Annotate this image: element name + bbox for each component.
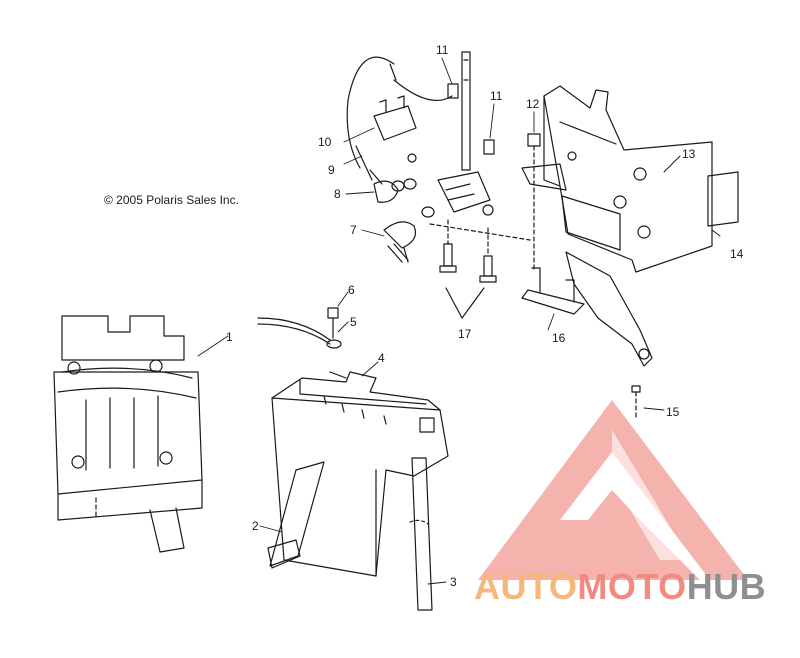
terminal-boot-part-7 (383, 221, 417, 263)
mount-bracket (565, 251, 653, 367)
callout-13: 13 (682, 147, 696, 161)
battery-part-4 (271, 371, 449, 577)
callout-8: 8 (334, 187, 341, 201)
callout-1: 1 (226, 330, 233, 344)
rivet-part-15 (631, 385, 641, 421)
copyright-notice: © 2005 Polaris Sales Inc. (104, 193, 239, 207)
watermark-part-hub: HUB (686, 566, 767, 607)
terminal-boot-part-8 (355, 145, 399, 203)
watermark-part-moto: MOTO (577, 566, 687, 607)
leader-lines (197, 57, 721, 585)
callout-2: 2 (252, 519, 259, 533)
callout-11a: 11 (436, 43, 449, 57)
bolt-part-17 (429, 219, 531, 319)
callout-15: 15 (666, 405, 680, 419)
connector-part-11b (483, 139, 495, 155)
washer-part-5 (326, 339, 342, 349)
relay-part-10 (373, 95, 417, 163)
callout-labels: 1 2 3 4 5 6 7 8 9 10 11 11 12 13 14 15 1… (226, 43, 744, 589)
callout-3: 3 (450, 575, 457, 589)
callout-4: 4 (378, 351, 385, 365)
solenoid-assembly (391, 171, 494, 218)
nut-part-12 (527, 133, 541, 273)
watermark-wordmark: AUTOMOTOHUB (474, 566, 766, 608)
screw-part-6 (327, 307, 339, 339)
callout-16: 16 (552, 331, 566, 345)
battery-holder-part-1 (53, 315, 203, 553)
watermark-part-auto: AUTO (474, 566, 578, 607)
battery-bracket-part-13 (521, 85, 713, 273)
callout-5: 5 (350, 315, 357, 329)
pad-part-14 (707, 171, 739, 227)
bracket-part-16 (521, 267, 585, 315)
vent-tube-part-3 (409, 457, 433, 611)
callout-7: 7 (350, 223, 357, 237)
strap-part-2 (267, 461, 325, 569)
callout-17: 17 (458, 327, 472, 341)
wire-harness-part-9 (346, 56, 453, 169)
connector-part-11a (447, 51, 471, 171)
callout-11b: 11 (490, 89, 503, 103)
watermark-logo-icon (478, 400, 748, 580)
callout-12: 12 (526, 97, 540, 111)
callout-10: 10 (318, 135, 332, 149)
callout-9: 9 (328, 163, 335, 177)
callout-6: 6 (348, 283, 355, 297)
callout-14: 14 (730, 247, 744, 261)
cable-line (257, 317, 331, 341)
